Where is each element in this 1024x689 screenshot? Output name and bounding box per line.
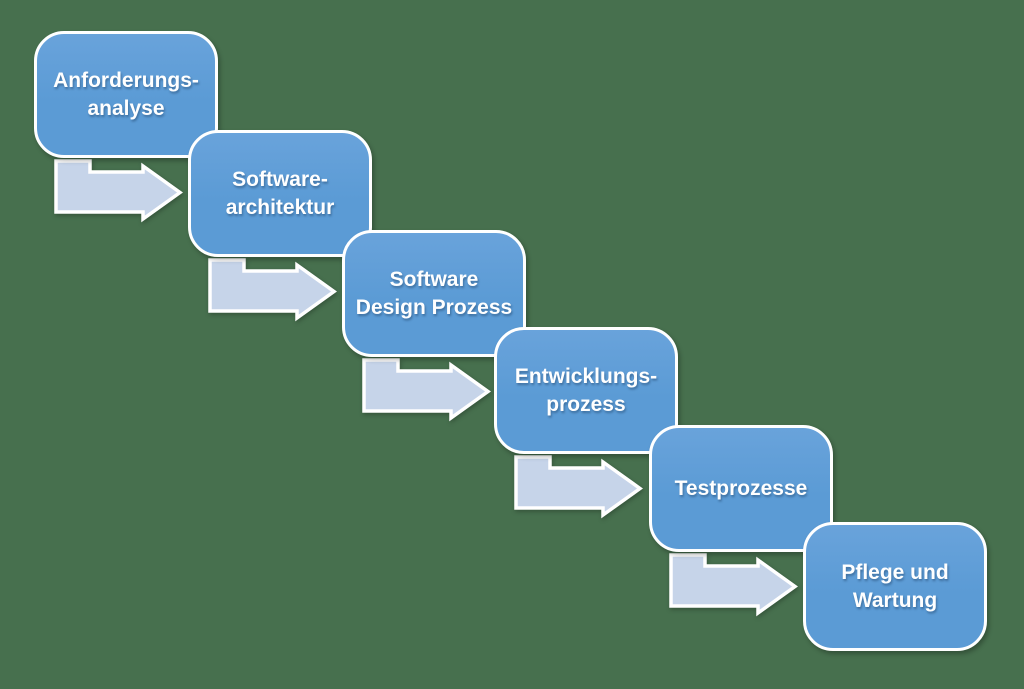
arrow-right-connector-icon (514, 455, 644, 519)
step-box-softwarearchitektur: Software- architektur (188, 130, 372, 257)
step-label: Testprozesse (674, 476, 808, 500)
step-box-software-design-prozess: Software Design Prozess (342, 230, 526, 357)
step-label: Software Design Prozess (355, 267, 513, 319)
step-box-testprozesse: Testprozesse (649, 425, 833, 552)
step-box-anforderungsanalyse: Anforderungs- analyse (34, 31, 218, 158)
arrow-right-connector-icon (362, 358, 492, 422)
step-label: Software- architektur (225, 167, 335, 219)
step-label: Entwicklungs- prozess (514, 364, 658, 416)
step-label: Anforderungs- analyse (53, 68, 199, 120)
arrow-right-connector-icon (208, 258, 338, 322)
step-box-pflege-und-wartung: Pflege und Wartung (803, 522, 987, 651)
arrow-right-connector-icon (54, 159, 184, 223)
step-label: Pflege und Wartung (841, 560, 949, 612)
step-box-entwicklungsprozess: Entwicklungs- prozess (494, 327, 678, 454)
arrow-right-connector-icon (669, 553, 799, 617)
